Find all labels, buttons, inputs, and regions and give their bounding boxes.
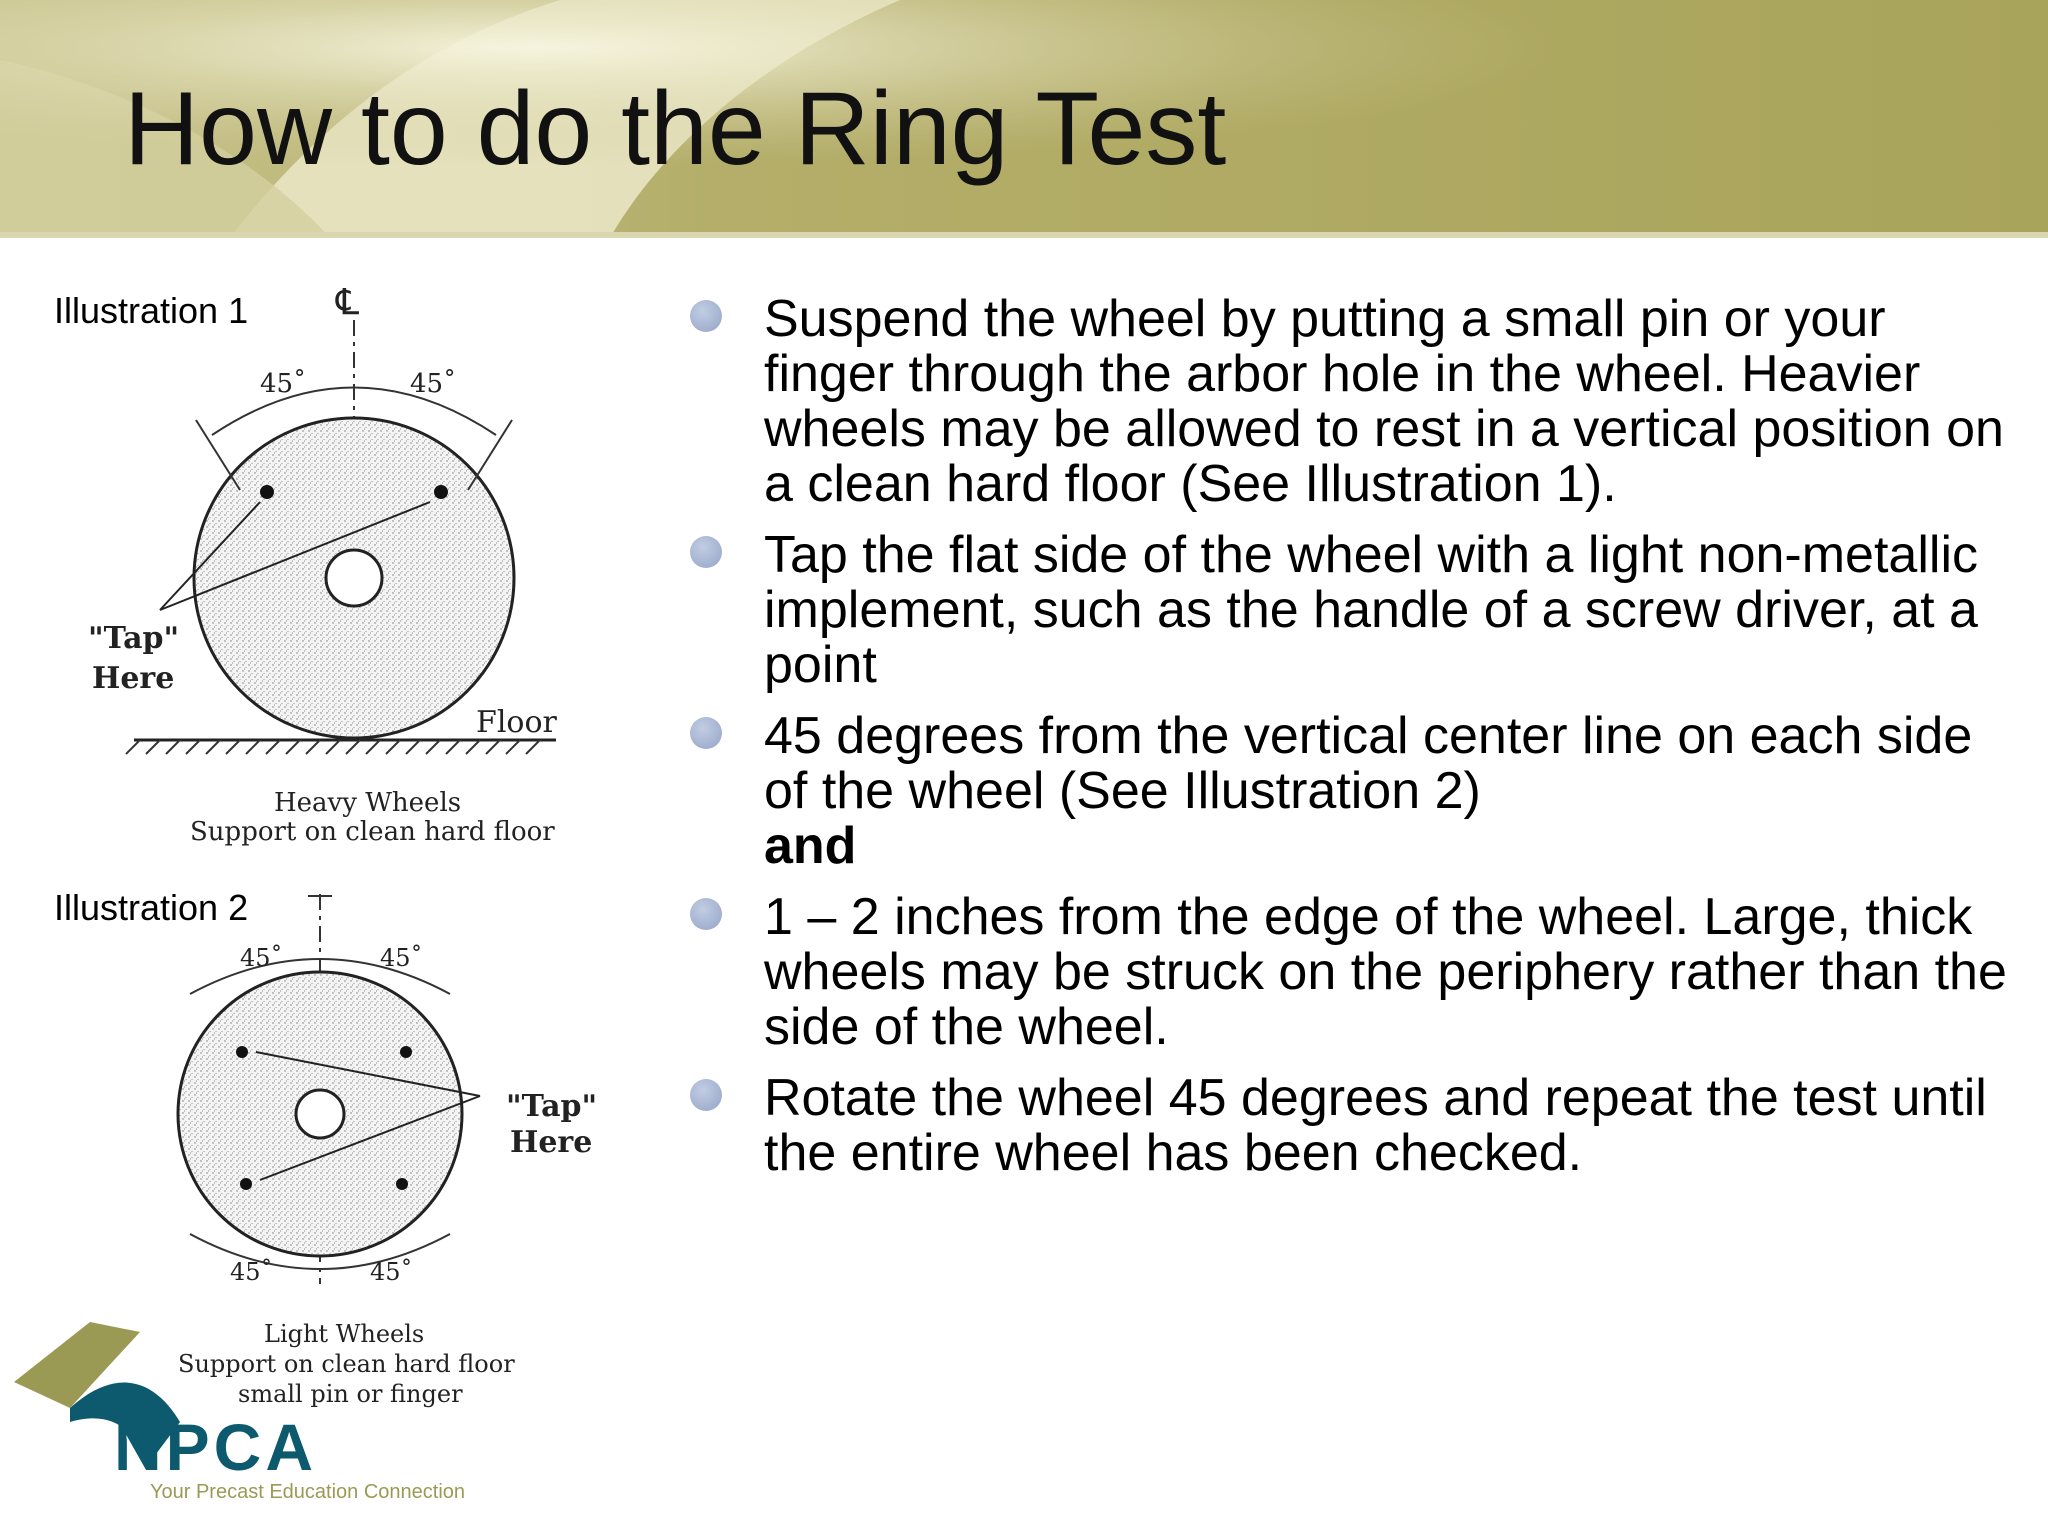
illustration-1-caption-2: Support on clean hard floor	[190, 817, 555, 847]
angle-right-label: 45˚	[410, 369, 456, 399]
bullet-icon	[690, 536, 722, 568]
angle-bottom-right-label: 45˚	[370, 1258, 413, 1286]
tap-point-4	[396, 1178, 408, 1190]
tap-here-label: "Tap"	[88, 621, 179, 656]
bullet-icon	[690, 717, 722, 749]
bullet-list: Suspend the wheel by putting a small pin…	[688, 292, 2018, 1197]
logo-mark-olive	[14, 1322, 140, 1408]
arbor-hole-2	[294, 1088, 346, 1140]
illustration-2-caption-3: small pin or finger	[238, 1380, 463, 1408]
tap-point-right	[434, 485, 448, 499]
illustration-2-caption-1: Light Wheels	[264, 1320, 424, 1348]
floor-label: Floor	[476, 705, 558, 740]
illustration-2-label: Illustration 2	[54, 887, 249, 928]
bullet-icon	[690, 898, 722, 930]
logo-mark-teal	[70, 1382, 180, 1462]
slide-title: How to do the Ring Test	[124, 71, 1227, 187]
bullet-icon	[690, 300, 722, 332]
bullet-text: 1 – 2 inches from the edge of the wheel.…	[764, 888, 2007, 1056]
angle-left-label: 45˚	[260, 369, 306, 399]
tap-point-2	[400, 1046, 412, 1058]
bullet-text: Suspend the wheel by putting a small pin…	[764, 290, 2004, 513]
illustration-1-caption-1: Heavy Wheels	[274, 788, 461, 818]
tap-here-label-b: "Tap"	[506, 1089, 597, 1124]
arbor-hole	[324, 548, 384, 608]
bullet-item: Rotate the wheel 45 degrees and repeat t…	[688, 1071, 2018, 1181]
illustration-1-label: Illustration 1	[54, 290, 249, 331]
bullet-item: Tap the flat side of the wheel with a li…	[688, 528, 2018, 693]
bullet-icon	[690, 1079, 722, 1111]
centerline-mark: ℄	[335, 282, 359, 323]
bullet-text: 45 degrees from the vertical center line…	[764, 707, 1973, 820]
logo-wordmark: NPCA	[114, 1410, 317, 1484]
tap-here-label-2: Here	[92, 661, 174, 696]
tap-point-1	[236, 1046, 248, 1058]
tap-point-3	[240, 1178, 252, 1190]
bullet-bold-and: and	[764, 817, 857, 875]
bullet-text: Rotate the wheel 45 degrees and repeat t…	[764, 1069, 1987, 1182]
illustration-2-caption-2: Support on clean hard floor	[178, 1350, 515, 1378]
bullet-item: 45 degrees from the vertical center line…	[688, 709, 2018, 874]
angle-top-left-label: 45˚	[240, 944, 283, 972]
npca-logo: NPCA Your Precast Education Connection	[14, 1322, 465, 1503]
bullet-text: Tap the flat side of the wheel with a li…	[764, 526, 1979, 694]
header-band	[0, 0, 2048, 238]
bullet-item: 1 – 2 inches from the edge of the wheel.…	[688, 890, 2018, 1055]
tap-here-label-b2: Here	[510, 1125, 592, 1160]
illustration-1-diagram: ℄ 45˚ 45˚ "Tap" Here Floor Heavy Wheels …	[88, 282, 558, 847]
tap-point-left	[260, 485, 274, 499]
angle-top-right-label: 45˚	[380, 944, 423, 972]
logo-tagline: Your Precast Education Connection	[150, 1481, 465, 1503]
angle-bottom-left-label: 45˚	[230, 1258, 273, 1286]
bullet-item: Suspend the wheel by putting a small pin…	[688, 292, 2018, 512]
illustration-2-diagram: 45˚ 45˚ 45˚ 45˚ "Tap" Here Light Wheels …	[176, 894, 597, 1408]
